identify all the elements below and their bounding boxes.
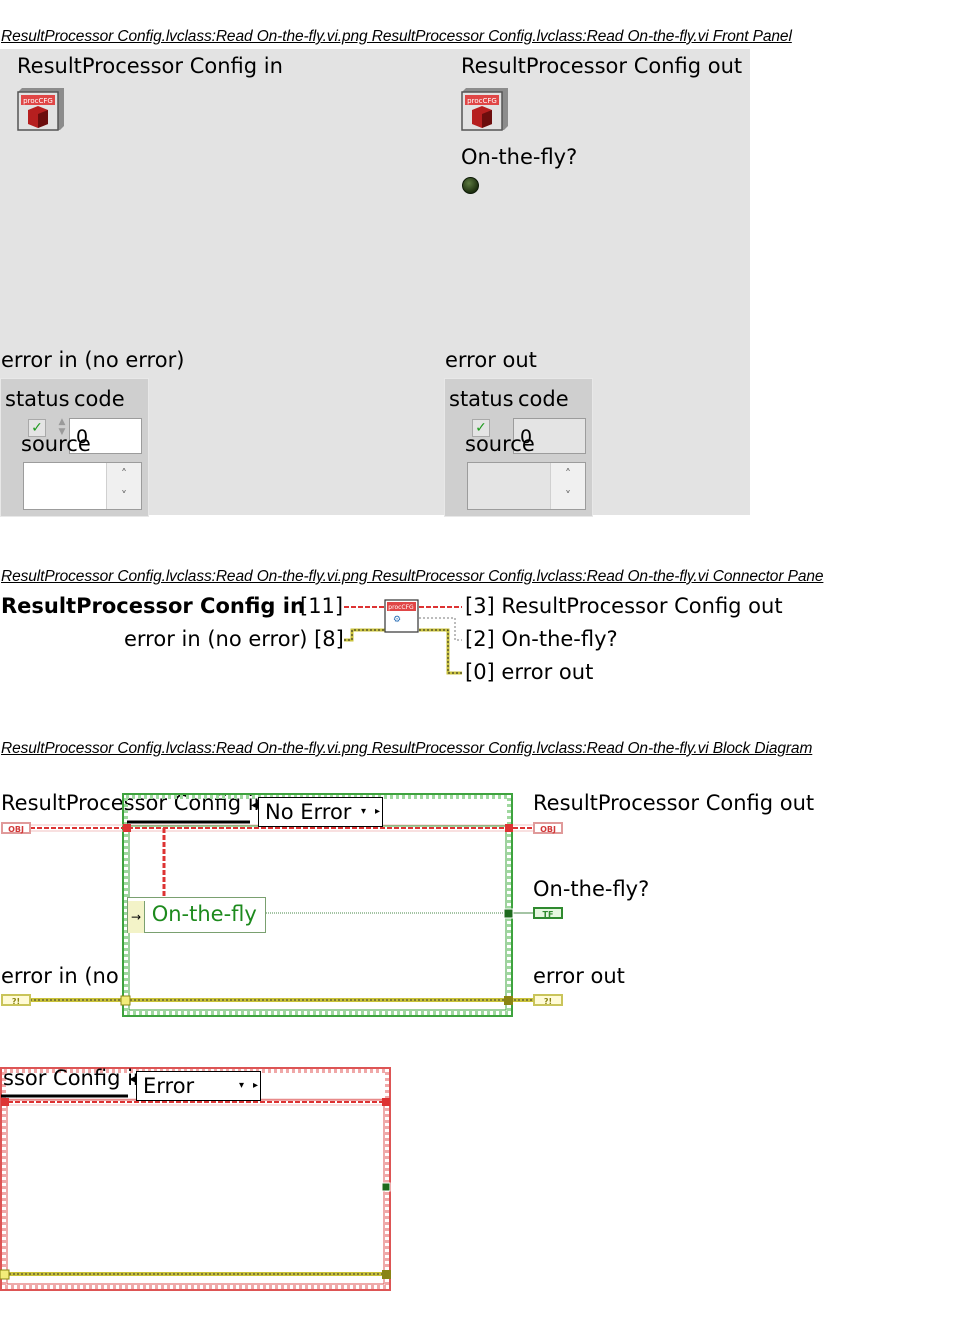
bd-on-the-fly-label: On-the-fly?: [533, 877, 650, 901]
front-panel-caption: ResultProcessor Config.lvclass:Read On-t…: [1, 28, 792, 45]
svg-text:procCFG: procCFG: [467, 97, 497, 105]
error-out-source-field: ˄˅: [467, 462, 586, 510]
block-diagram-caption: ResultProcessor Config.lvclass:Read On-t…: [1, 740, 813, 757]
arrow-right-icon: →: [128, 901, 145, 933]
case2-decrement-icon[interactable]: ◂: [129, 1071, 137, 1087]
error-out-source-scrollbar[interactable]: ˄˅: [550, 463, 585, 509]
config-in-label: ResultProcessor Config in: [17, 54, 283, 78]
connector-pane-wiring: procCFG ⚙: [344, 599, 462, 675]
bd-error-in-label: error in (no: [1, 964, 119, 988]
bd-error-out-label: error out: [533, 964, 625, 988]
case1-selector[interactable]: No Error ▾ ▸: [258, 797, 383, 827]
error-in-cluster[interactable]: status code ✓ ▲▼ 0 source ˄˅: [0, 378, 149, 517]
bd-case2-wiring: [0, 1067, 391, 1291]
error-in-code-spinner[interactable]: ▲▼: [58, 417, 66, 437]
config-out-label: ResultProcessor Config out: [461, 54, 743, 78]
error-in-code-label: code: [74, 387, 125, 411]
bd-config-in-terminal[interactable]: OBJ: [1, 822, 31, 834]
error-out-cluster: status code ✓ 0 source ˄˅: [444, 378, 593, 517]
conn-error-out-label: [0] error out: [465, 660, 594, 684]
error-out-code-label: code: [518, 387, 569, 411]
bd-config-out-label: ResultProcessor Config out: [533, 791, 815, 815]
on-the-fly-label: On-the-fly?: [461, 145, 578, 169]
case2-selector[interactable]: Error ▾ ▸: [136, 1071, 261, 1101]
error-in-source-field[interactable]: ˄˅: [23, 462, 142, 510]
connector-pane-caption: ResultProcessor Config.lvclass:Read On-t…: [1, 568, 824, 585]
error-out-status-indicator: ✓: [472, 419, 490, 437]
config-out-class-icon: procCFG: [460, 86, 508, 131]
svg-text:procCFG: procCFG: [23, 97, 53, 105]
error-in-label: error in (no error): [1, 348, 185, 372]
conn-config-in-number: [11]: [300, 594, 344, 618]
bd-config-out-terminal[interactable]: OBJ: [533, 822, 563, 834]
chevron-down-icon: ▾: [238, 1080, 244, 1091]
chevron-right-icon[interactable]: ▸: [374, 806, 380, 817]
chevron-down-icon: ▾: [360, 806, 366, 817]
error-in-code-field[interactable]: 0: [69, 418, 142, 454]
error-in-source-scrollbar[interactable]: ˄˅: [106, 463, 141, 509]
conn-config-out-label: [3] ResultProcessor Config out: [465, 594, 783, 618]
bd-error-in-terminal[interactable]: ?!: [1, 994, 31, 1006]
conn-error-in-label: error in (no error) [8]: [124, 627, 344, 651]
error-out-source-label: source: [465, 432, 535, 456]
case1-selector-value: No Error: [265, 800, 352, 824]
error-out-status-label: status: [449, 387, 514, 411]
unbundle-field-label: On-the-fly: [151, 902, 257, 926]
chevron-right-icon[interactable]: ▸: [252, 1080, 258, 1091]
bd-on-the-fly-terminal[interactable]: TF: [533, 907, 563, 919]
error-out-code-field: 0: [513, 418, 586, 454]
bd-error-out-terminal[interactable]: ?!: [533, 994, 563, 1006]
case2-selector-value: Error: [143, 1074, 195, 1098]
error-in-status-label: status: [5, 387, 70, 411]
error-in-source-label: source: [21, 432, 91, 456]
svg-text:⚙: ⚙: [393, 615, 401, 625]
config-in-class-icon[interactable]: procCFG: [16, 86, 64, 131]
conn-config-in-label: ResultProcessor Config in: [1, 594, 305, 618]
bd-case2-config-label: ssor Config in: [3, 1066, 147, 1090]
svg-text:procCFG: procCFG: [388, 604, 414, 611]
conn-on-the-fly-label: [2] On-the-fly?: [465, 627, 618, 651]
unbundle-by-name-node[interactable]: → On-the-fly: [127, 897, 266, 933]
on-the-fly-led: [462, 177, 479, 194]
case1-decrement-icon[interactable]: ◂: [251, 797, 259, 813]
error-in-status-checkbox[interactable]: ✓: [28, 419, 46, 437]
error-out-label: error out: [445, 348, 537, 372]
